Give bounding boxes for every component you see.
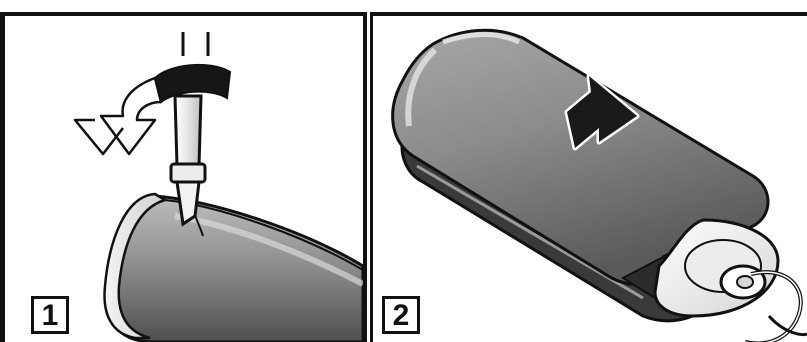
step-1-illustration bbox=[5, 16, 363, 342]
step-2-number: 2 bbox=[382, 296, 420, 334]
remote-key-fob-icon bbox=[393, 30, 778, 321]
step-2-illustration bbox=[373, 16, 807, 342]
step-1-number: 1 bbox=[31, 296, 69, 334]
step-1-panel: 1 bbox=[0, 12, 367, 342]
screwdriver-icon bbox=[171, 32, 208, 224]
step-2-panel: 2 bbox=[370, 12, 807, 342]
battery-cover-icon bbox=[105, 194, 363, 342]
twist-arrow-icon bbox=[75, 65, 230, 154]
